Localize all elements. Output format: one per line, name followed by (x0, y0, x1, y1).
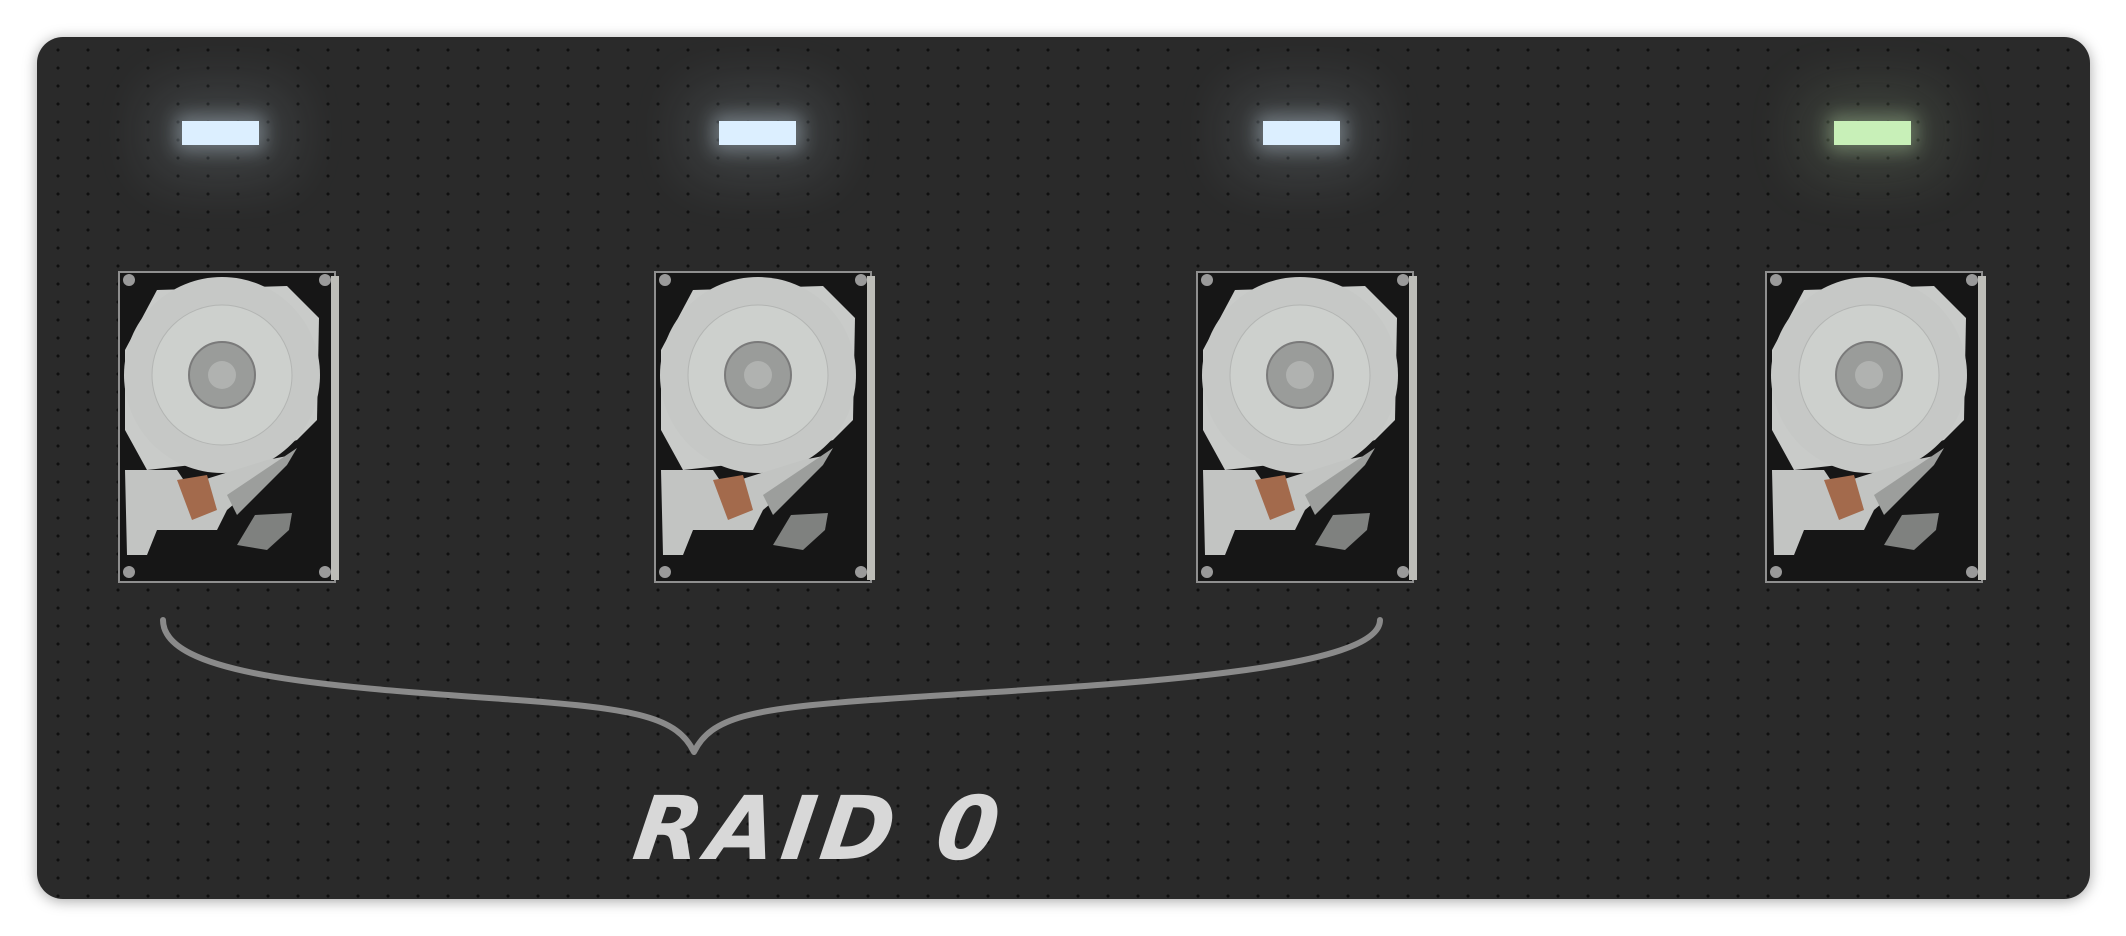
drive-1-status-led (182, 121, 259, 145)
raid-diagram-panel: RAID 0 (37, 37, 2090, 899)
hard-drive-icon (1764, 270, 1988, 584)
hard-drive-icon (653, 270, 877, 584)
drive-2-status-led (719, 121, 796, 145)
raid-level-label: RAID 0 (627, 777, 1012, 880)
hard-drive-icon (117, 270, 341, 584)
drive-3-status-led (1263, 121, 1340, 145)
drive-4-status-led (1834, 121, 1911, 145)
hard-drive-icon (1195, 270, 1419, 584)
array-brace (160, 617, 1383, 755)
